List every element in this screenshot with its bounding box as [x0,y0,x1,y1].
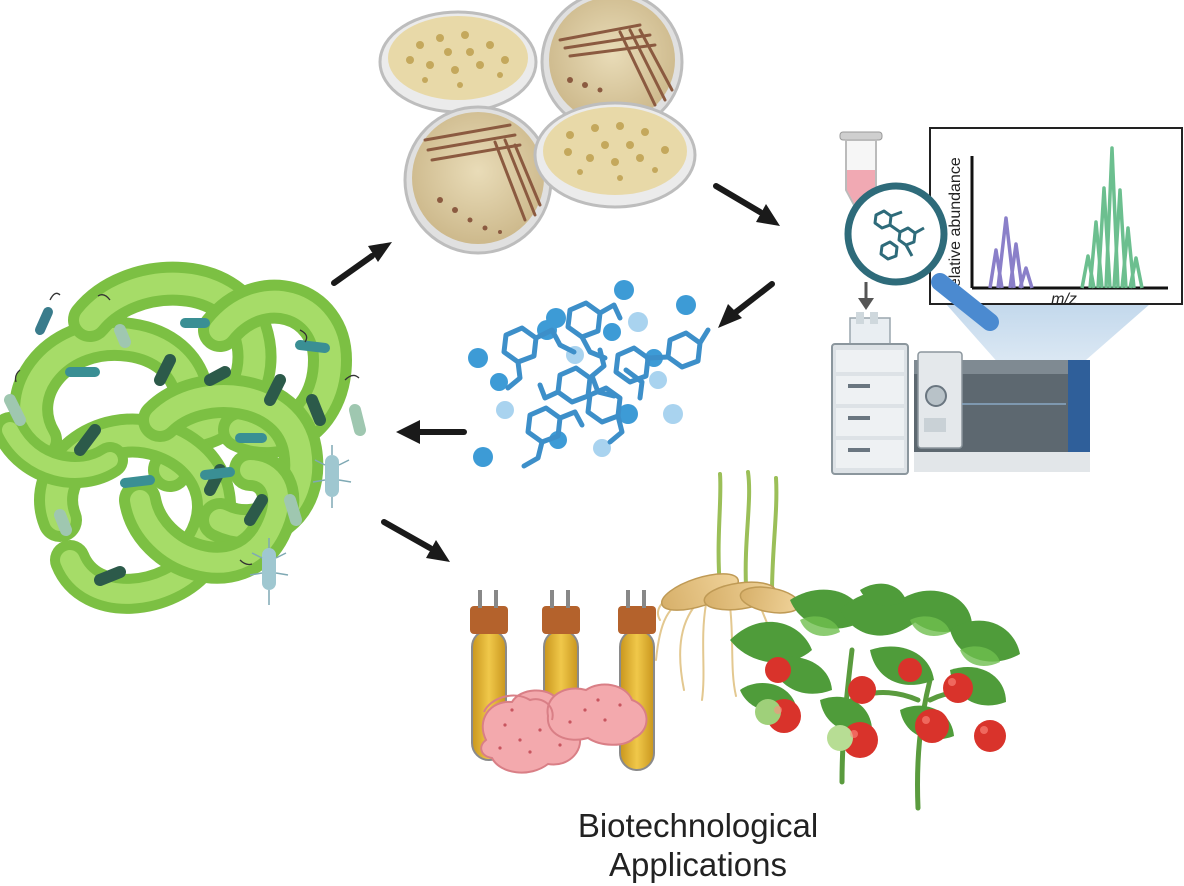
bacterial-community-icon [0,261,366,614]
arrow-icon [718,281,775,328]
tomato-plant-icon [730,583,1020,811]
y-axis-label: Relative abundance [947,157,964,299]
substrate-pile-icon [480,683,648,774]
ms-instrument-icon [914,351,1090,472]
molecule-cluster-icon [468,280,711,469]
mass-spectrometer-icon: Relative abundance m/z [831,127,1183,475]
applications-illustration [470,470,1020,811]
caption-line-1: Biotechnological [577,807,819,844]
petri-dish-icon [403,105,553,255]
caption-line-2: Applications [609,846,787,883]
arrow-icon [381,519,450,562]
applications-caption: Biotechnological Applications [520,806,876,884]
petri-dish-icon [533,101,697,209]
petri-dishes [378,0,697,255]
bacterium-icon [249,538,289,605]
bacterium-icon [312,445,352,508]
petri-dish-icon [378,10,538,114]
petri-dish-icon [540,0,684,134]
arrow-icon [396,420,467,444]
arrow-icon [331,242,392,286]
arrows [331,183,780,562]
x-axis-label: m/z [1051,291,1077,308]
lc-system-icon [831,312,909,475]
magnifier-icon [844,182,999,331]
arrow-icon [713,183,780,226]
